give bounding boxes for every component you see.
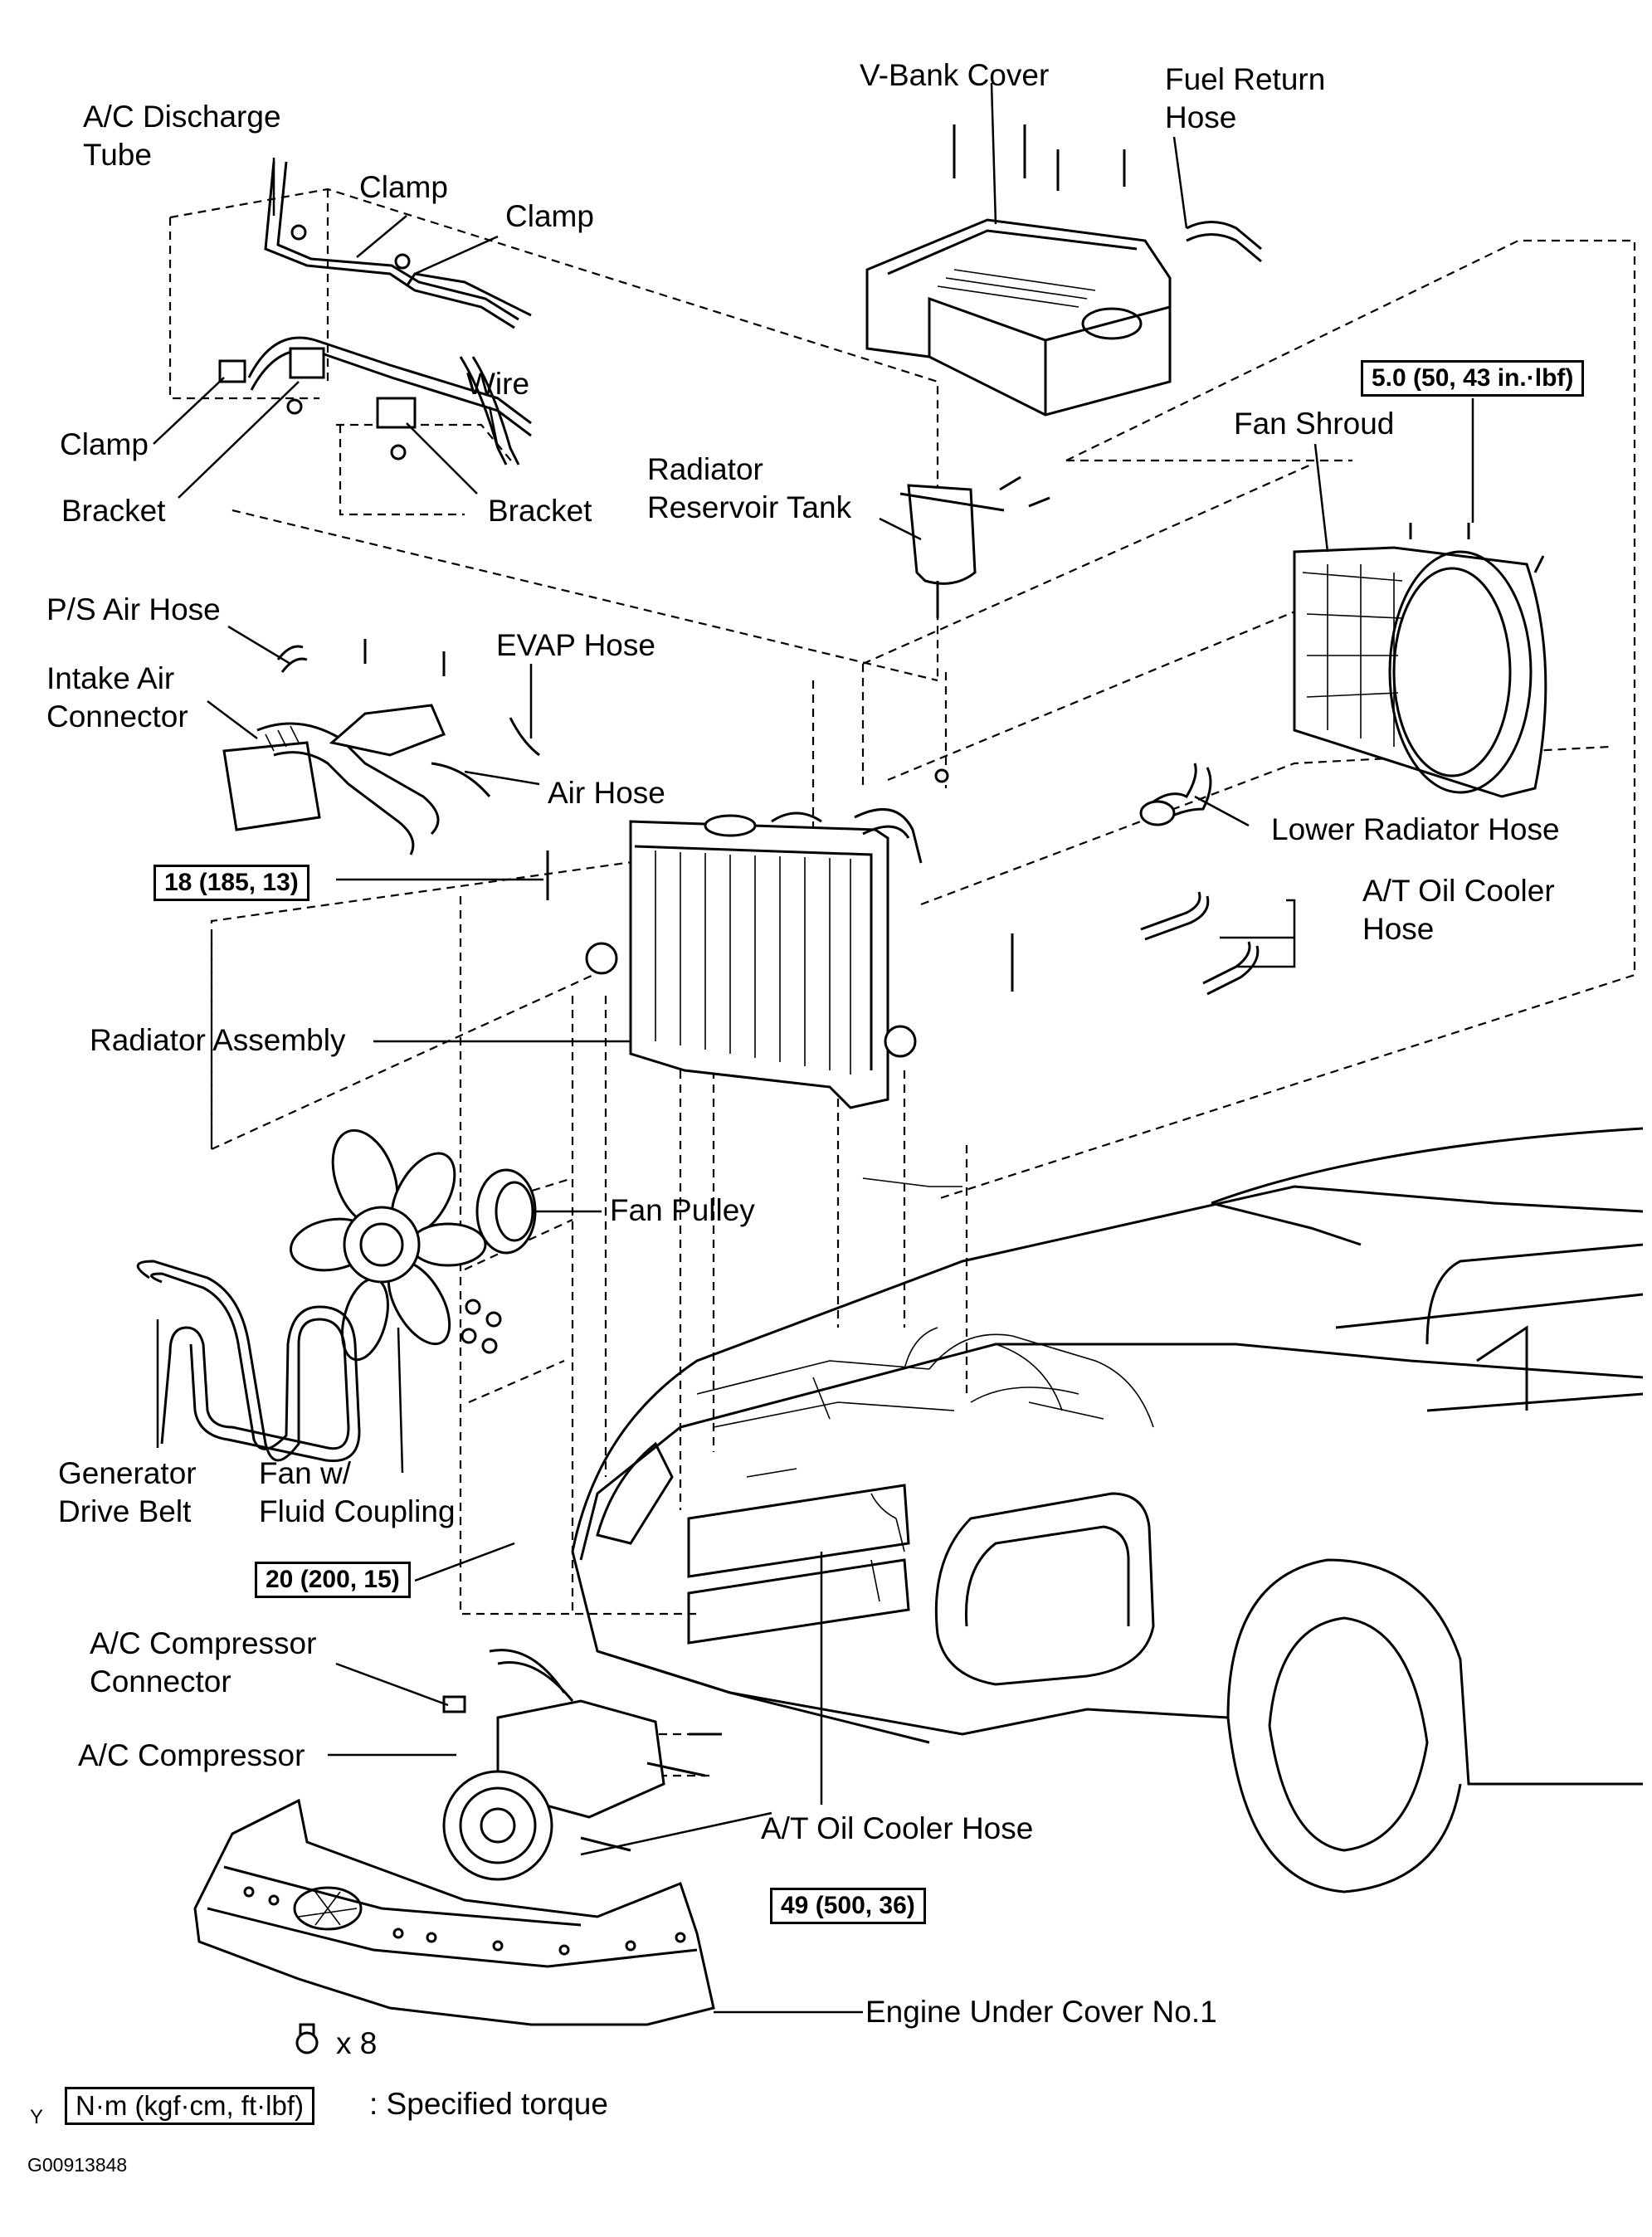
label-clamp-lower: Clamp xyxy=(60,427,149,461)
radiator-reservoir-tank-illustration xyxy=(899,475,1050,783)
label-at-oil-cooler-hose-upper: A/T Oil Cooler Hose xyxy=(1362,874,1555,946)
label-ac-compressor: A/C Compressor xyxy=(78,1738,305,1772)
torque-box-fan-shroud: 5.0 (50, 43 in.·lbf) xyxy=(1361,360,1585,397)
label-at-oil-cooler-hose-lower: A/T Oil Cooler Hose xyxy=(761,1811,1034,1845)
label-clamp-upper: Clamp xyxy=(359,170,448,204)
v-bank-cover-illustration xyxy=(865,124,1262,417)
label-evap-hose: EVAP Hose xyxy=(496,628,655,662)
label-fan-pulley: Fan Pulley xyxy=(610,1193,755,1227)
legend-specified-torque-text: : Specified torque xyxy=(369,2087,608,2121)
intake-air-connector-illustration xyxy=(222,639,540,855)
label-bracket-left: Bracket xyxy=(61,494,166,528)
label-ps-air-hose: P/S Air Hose xyxy=(46,592,221,626)
engine-under-cover-illustration xyxy=(193,1798,715,2054)
label-engine-under-cover: Engine Under Cover No.1 xyxy=(865,1995,1217,2029)
vehicle-front-illustration xyxy=(571,1127,1644,1893)
label-air-hose: Air Hose xyxy=(548,776,665,810)
ac-compressor-illustration xyxy=(442,1649,722,1881)
radiator-hoses-illustration xyxy=(1139,763,1260,996)
label-ac-compressor-connector: A/C Compressor Connector xyxy=(90,1626,317,1698)
torque-box-fan-nut: 20 (200, 15) xyxy=(255,1562,411,1598)
label-radiator-assembly: Radiator Assembly xyxy=(90,1023,346,1057)
label-bolt-count: x 8 xyxy=(336,2026,378,2060)
label-fan-fluid-coupling: Fan w/ Fluid Coupling xyxy=(259,1456,456,1528)
figure-id: G00913848 xyxy=(27,2154,128,2176)
footer-mark: Y xyxy=(30,2106,44,2128)
fan-and-pulley-illustration xyxy=(136,1128,537,1463)
fan-blades xyxy=(289,1128,487,1362)
radiator-assembly-illustration xyxy=(546,807,1014,1109)
label-v-bank-cover: V-Bank Cover xyxy=(860,58,1050,92)
label-ac-discharge-tube: A/C Discharge Tube xyxy=(83,100,281,172)
label-radiator-reservoir-tank: Radiator Reservoir Tank xyxy=(647,452,852,524)
torque-box-radiator: 18 (185, 13) xyxy=(154,865,309,901)
label-clamp-right: Clamp xyxy=(505,199,594,233)
label-bracket-right: Bracket xyxy=(488,494,592,528)
label-lower-radiator-hose: Lower Radiator Hose xyxy=(1271,812,1560,846)
label-intake-air-connector: Intake Air Connector xyxy=(46,661,188,733)
label-wire: Wire xyxy=(466,367,530,401)
label-generator-drive-belt: Generator Drive Belt xyxy=(58,1456,197,1528)
label-fuel-return-hose: Fuel Return Hose xyxy=(1165,62,1326,134)
label-fan-shroud: Fan Shroud xyxy=(1234,407,1395,441)
fan-shroud-illustration xyxy=(1293,523,1547,798)
torque-box-compressor: 49 (500, 36) xyxy=(770,1888,926,1924)
leader-lines xyxy=(153,82,1474,2014)
legend-torque-unit: N·m (kgf·cm, ft·lbf) xyxy=(65,2087,314,2125)
ac-discharge-tube-illustration xyxy=(218,161,532,465)
